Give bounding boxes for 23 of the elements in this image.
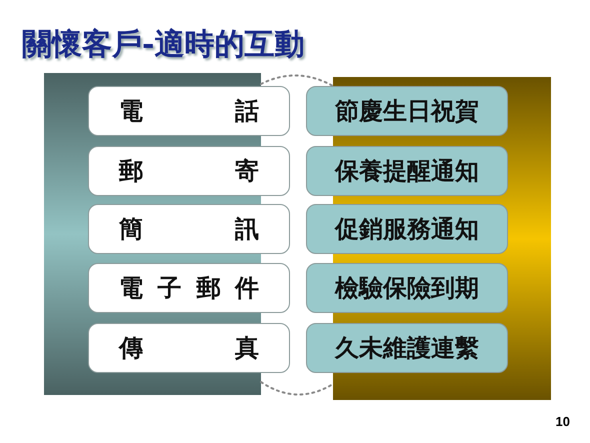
channel-box xyxy=(88,86,290,136)
box-label: 促銷服務通知 xyxy=(333,217,480,241)
channel-box xyxy=(88,323,290,373)
occasion-box xyxy=(306,204,508,254)
box-label: 郵寄 xyxy=(119,159,259,183)
box-label: 節慶生日祝賀 xyxy=(334,99,480,123)
box-label: 久未維護連繫 xyxy=(334,336,480,360)
occasion-box xyxy=(306,146,508,196)
occasion-box xyxy=(306,323,508,373)
box-label: 保養提醒通知 xyxy=(333,159,480,183)
box-label: 傳真 xyxy=(119,336,259,360)
channel-box xyxy=(88,204,290,254)
box-label: 電話 xyxy=(119,99,259,123)
channel-box xyxy=(88,146,290,196)
occasion-box xyxy=(306,86,508,136)
page-number: 10 xyxy=(556,413,570,431)
dotted-arc xyxy=(260,381,334,396)
occasion-box xyxy=(306,263,508,313)
box-label: 電子郵件 xyxy=(119,276,259,300)
channel-box xyxy=(88,263,290,313)
box-label: 簡訊 xyxy=(119,217,259,241)
box-label: 檢驗保險到期 xyxy=(334,276,480,300)
title: 關懷客戶-適時的互動 xyxy=(22,26,304,64)
